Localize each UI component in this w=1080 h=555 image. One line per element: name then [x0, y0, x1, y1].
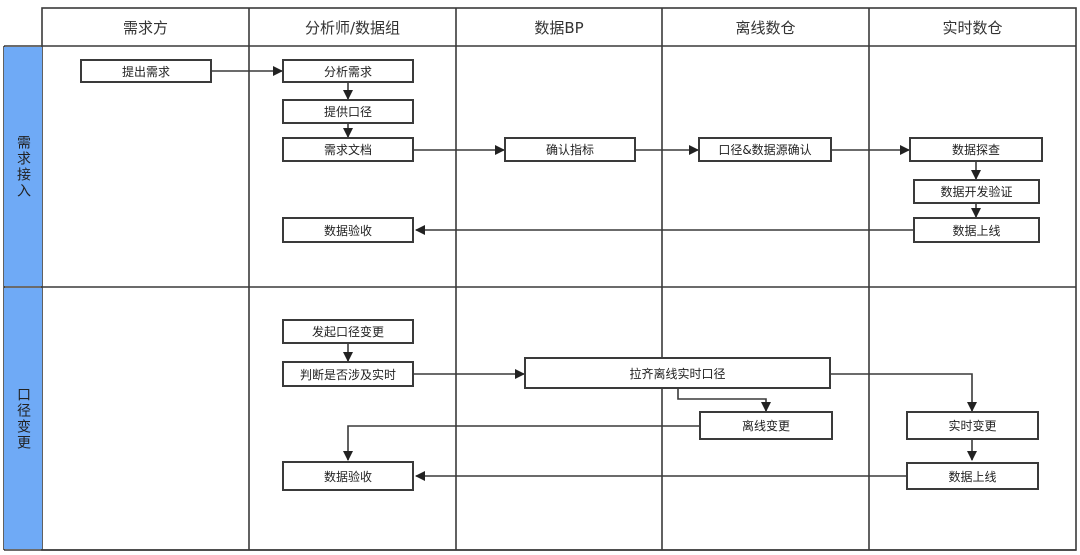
column-header-analyst: 分析师/数据组 — [304, 18, 401, 37]
lane-label-requirement-intake: 需求接入 — [4, 47, 42, 286]
node-offline-change: 离线变更 — [699, 411, 833, 440]
node-requirement-doc: 需求文档 — [282, 137, 414, 162]
arrow-align-to-offline — [677, 389, 771, 412]
column-header-realtime-warehouse: 实时数仓 — [942, 18, 1003, 37]
node-data-exploration: 数据探查 — [909, 137, 1043, 162]
node-caliber-source-confirm: 口径&数据源确认 — [698, 137, 832, 162]
node-provide-caliber: 提供口径 — [282, 99, 414, 124]
node-align-offline-realtime-caliber: 拉齐离线实时口径 — [524, 357, 831, 389]
node-data-acceptance-2: 数据验收 — [282, 461, 414, 491]
column-header-demand-side: 需求方 — [122, 18, 168, 37]
connectors — [212, 66, 981, 481]
node-initiate-caliber-change: 发起口径变更 — [282, 319, 414, 344]
arrow-align-to-realtime — [831, 373, 977, 412]
column-header-offline-warehouse: 离线数仓 — [735, 18, 796, 37]
node-raise-requirement: 提出需求 — [80, 59, 212, 83]
node-analyze-requirement: 分析需求 — [282, 59, 414, 83]
node-data-acceptance-1: 数据验收 — [282, 217, 414, 243]
node-data-dev-verify: 数据开发验证 — [913, 179, 1040, 204]
node-data-online-1: 数据上线 — [913, 217, 1040, 243]
column-header-data-bp: 数据BP — [534, 18, 584, 37]
node-judge-realtime-involved: 判断是否涉及实时 — [282, 361, 414, 387]
node-data-online-2: 数据上线 — [906, 462, 1039, 490]
arrow-offline-to-accept — [343, 425, 699, 461]
node-realtime-change: 实时变更 — [906, 411, 1039, 440]
node-confirm-metric: 确认指标 — [504, 137, 636, 162]
lane-label-caliber-change: 口径变更 — [4, 288, 42, 549]
